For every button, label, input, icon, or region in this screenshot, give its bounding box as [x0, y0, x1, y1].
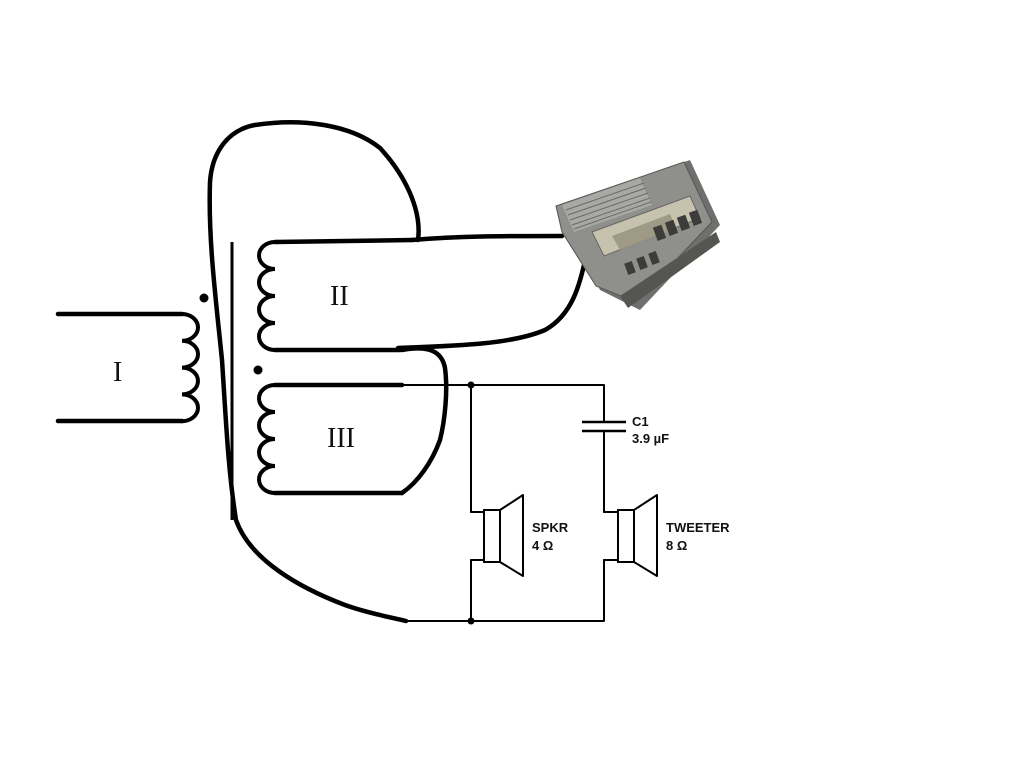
junction-dot [467, 617, 475, 625]
tweeter-icon [603, 494, 658, 577]
winding-coil-icon [257, 383, 277, 495]
winding-coil-icon [180, 312, 200, 424]
winding-coil-icon [257, 240, 277, 352]
tertiary-winding: III [253, 365, 405, 496]
capacitor-value: 3.9 µF [632, 431, 669, 446]
tweeter-impedance: 8 Ω [666, 538, 687, 553]
junction-dot [467, 381, 475, 389]
hand-drawn-wiring [207, 120, 589, 624]
winding-label-secondary: II [330, 281, 349, 312]
secondary-winding: II [257, 237, 415, 353]
winding-label-primary: I [113, 357, 122, 388]
capacitor-icon [582, 420, 626, 433]
speaker-impedance: 4 Ω [532, 538, 553, 553]
polarity-dot-icon [253, 365, 263, 375]
speaker-name: SPKR [532, 520, 569, 535]
speaker-icon [470, 494, 524, 577]
polarity-dot-icon [199, 293, 209, 303]
tweeter-name: TWEETER [666, 520, 730, 535]
winding-label-tertiary: III [327, 423, 355, 454]
primary-winding: I [55, 293, 209, 424]
crossover-network: C1 3.9 µF SPKR 4 Ω TWEETER 8 Ω [401, 381, 730, 625]
capacitor-ref: C1 [632, 414, 649, 429]
cassette-recorder-icon [555, 160, 720, 310]
